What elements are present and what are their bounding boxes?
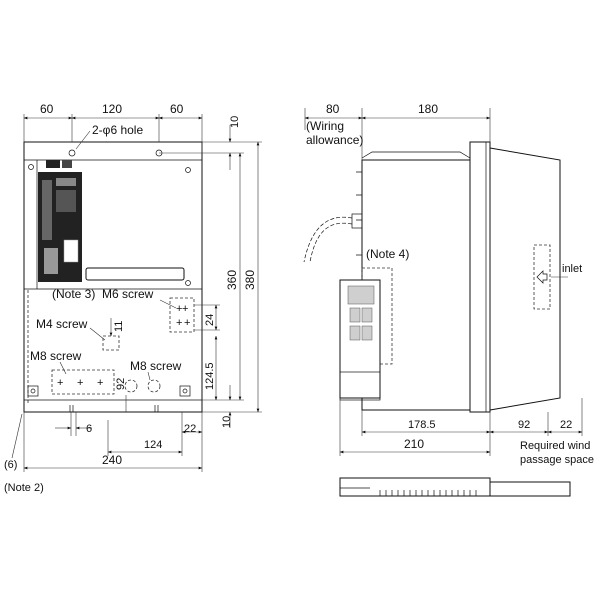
note3-label: (Note 3) xyxy=(52,287,95,301)
svg-text:+: + xyxy=(176,303,182,315)
side-view: inlet (Note 4) xyxy=(303,141,582,497)
heatsink-fins xyxy=(489,147,561,411)
svg-text:+: + xyxy=(77,377,83,389)
wind-label-2: passage space xyxy=(520,454,594,466)
note2-label: (Note 2) xyxy=(4,482,44,494)
top-dim-60-right: 60 xyxy=(170,102,184,116)
paren-6-label: (6) xyxy=(4,459,17,471)
dim-11: 11 xyxy=(113,321,125,332)
dim-24: 24 xyxy=(204,314,216,326)
arrow-left-icon xyxy=(536,270,548,284)
note4-label: (Note 4) xyxy=(366,247,409,261)
svg-text:+: + xyxy=(97,377,103,389)
wiring-label-2: allowance) xyxy=(306,133,363,147)
dim-180: 180 xyxy=(418,102,438,116)
dim-360: 360 xyxy=(225,270,239,290)
m6-screw-label: M6 screw xyxy=(102,287,154,301)
front-view: + + + + + + + xyxy=(23,141,203,413)
svg-text:+: + xyxy=(184,317,190,329)
dim-10-top: 10 xyxy=(229,116,241,128)
dim-124-5: 124.5 xyxy=(204,362,216,390)
side-flange xyxy=(469,141,491,413)
svg-text:+: + xyxy=(57,377,63,389)
top-dim-120: 120 xyxy=(102,102,122,116)
front-dimensions: 60 120 60 2-φ6 hole 10 360 380 24 124.5 … xyxy=(4,102,262,494)
inlet-area xyxy=(533,244,551,310)
m8-screw-label-right: M8 screw xyxy=(130,359,182,373)
dim-80: 80 xyxy=(326,102,340,116)
dim-10-bottom: 10 xyxy=(221,416,233,428)
dim-22-side: 22 xyxy=(560,419,572,431)
side-dimensions: 80 180 (Wiring allowance) 178.5 92 22 21… xyxy=(304,102,594,466)
top-dim-60-left: 60 xyxy=(40,102,54,116)
svg-text:+: + xyxy=(176,317,182,329)
dim-178-5: 178.5 xyxy=(408,419,436,431)
dim-380: 380 xyxy=(243,270,257,290)
m4-screw-label: M4 screw xyxy=(36,317,88,331)
dim-240: 240 xyxy=(102,453,122,467)
m8-screw-label-left: M8 screw xyxy=(30,349,82,363)
dim-92-side: 92 xyxy=(518,419,530,431)
dim-210: 210 xyxy=(404,437,424,451)
mounting-hole-left-icon xyxy=(68,149,76,157)
dim-6: 6 xyxy=(86,423,92,435)
wind-label-1: Required wind xyxy=(520,440,590,452)
m8-terminal-block xyxy=(51,369,115,395)
inlet-label: inlet xyxy=(562,263,582,275)
dim-124: 124 xyxy=(144,439,162,451)
bottom-view-body xyxy=(339,477,491,497)
dim-22-front: 22 xyxy=(184,423,196,435)
wiring-label-1: (Wiring xyxy=(306,119,344,133)
m6-terminal-area xyxy=(169,297,195,333)
hole-note: 2-φ6 hole xyxy=(92,123,143,137)
dim-92-front: 92 xyxy=(115,378,127,390)
svg-text:+: + xyxy=(182,303,188,315)
